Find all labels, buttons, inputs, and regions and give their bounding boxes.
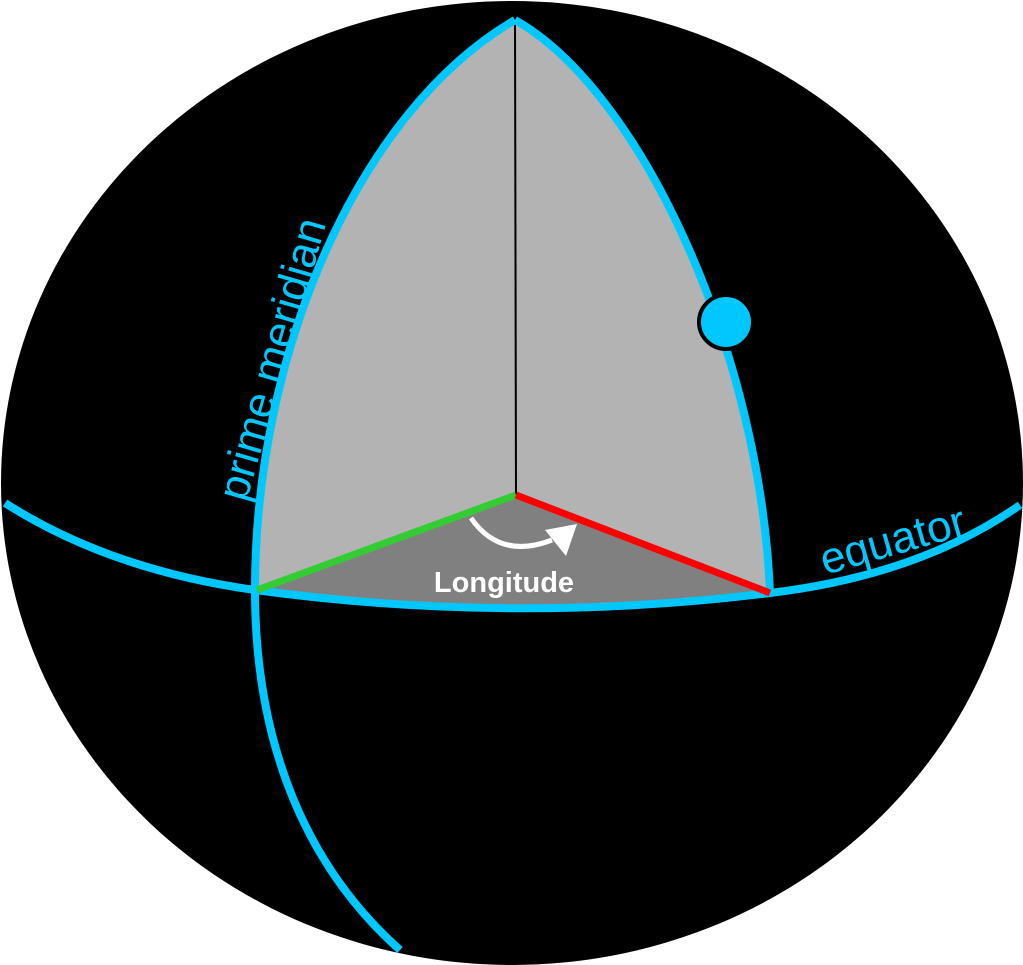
wedge-left-face xyxy=(255,20,516,590)
point-meridian-line xyxy=(513,16,774,594)
arrow-head-icon xyxy=(545,524,577,556)
point-radius xyxy=(514,491,772,597)
longitude-label: Longitude xyxy=(434,567,574,599)
prime-radius xyxy=(255,491,518,594)
wedge-base xyxy=(255,495,770,609)
prime-meridian-line xyxy=(250,16,518,953)
equator-line xyxy=(2,499,1023,613)
point-marker xyxy=(697,293,755,351)
polar-axis xyxy=(514,19,517,496)
wedge-right-face xyxy=(515,20,770,593)
longitude-arrow xyxy=(468,516,553,549)
